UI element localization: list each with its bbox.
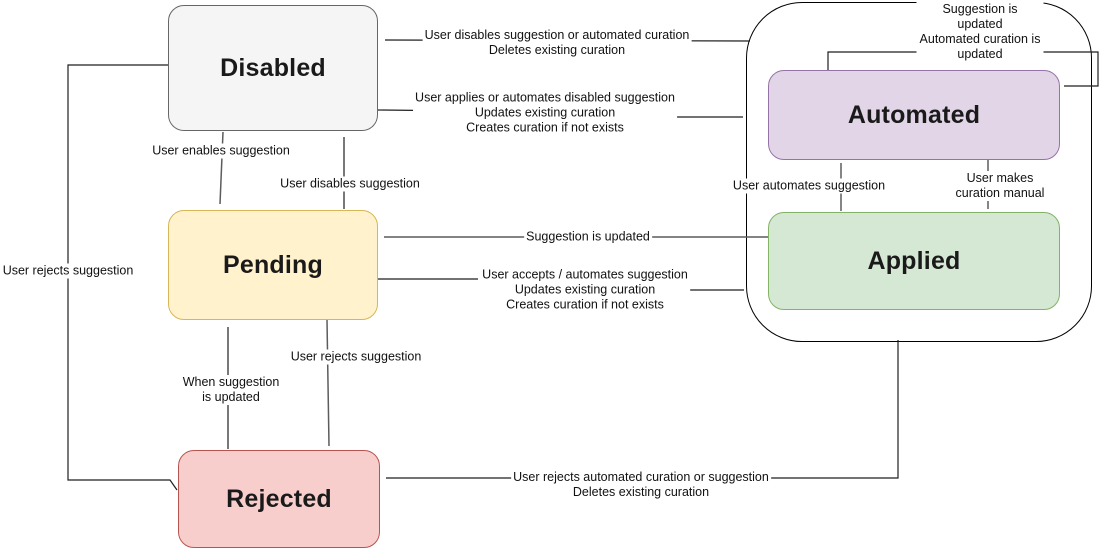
label-automated-to-applied: User makes curation manual [946, 171, 1054, 201]
label-rejected-to-pending: When suggestion is updated [180, 375, 282, 405]
label-container-to-disabled: User disables suggestion or automated cu… [422, 28, 692, 58]
state-pending-label: Pending [222, 250, 323, 279]
state-applied-label: Applied [867, 246, 961, 275]
label-disabled-to-container: User applies or automates disabled sugge… [413, 90, 677, 136]
label-container-to-rejected: User rejects automated curation or sugge… [511, 470, 771, 500]
label-pending-to-disabled: User disables suggestion [278, 176, 422, 192]
state-automated: Automated [768, 70, 1060, 160]
state-pending: Pending [168, 210, 378, 320]
label-pending-to-container: User accepts / automates suggestion Upda… [480, 267, 690, 313]
edge-container-to-rejected [386, 340, 899, 479]
state-rejected-label: Rejected [226, 484, 332, 513]
label-disabled-to-pending: User enables suggestion [150, 143, 292, 159]
state-rejected: Rejected [178, 450, 380, 548]
edge-pending-to-rejected [326, 319, 330, 447]
label-pending-to-rejected: User rejects suggestion [288, 349, 424, 365]
label-applied-to-pending: Suggestion is updated [524, 229, 652, 245]
label-automated-self-loop: Suggestion is updated Automated curation… [916, 2, 1044, 62]
state-applied: Applied [768, 212, 1060, 310]
label-applied-to-automated: User automates suggestion [730, 178, 888, 194]
label-disabled-to-rejected: User rejects suggestion [0, 263, 136, 279]
state-disabled-label: Disabled [220, 53, 326, 82]
state-automated-label: Automated [847, 100, 981, 129]
state-disabled: Disabled [168, 5, 378, 131]
